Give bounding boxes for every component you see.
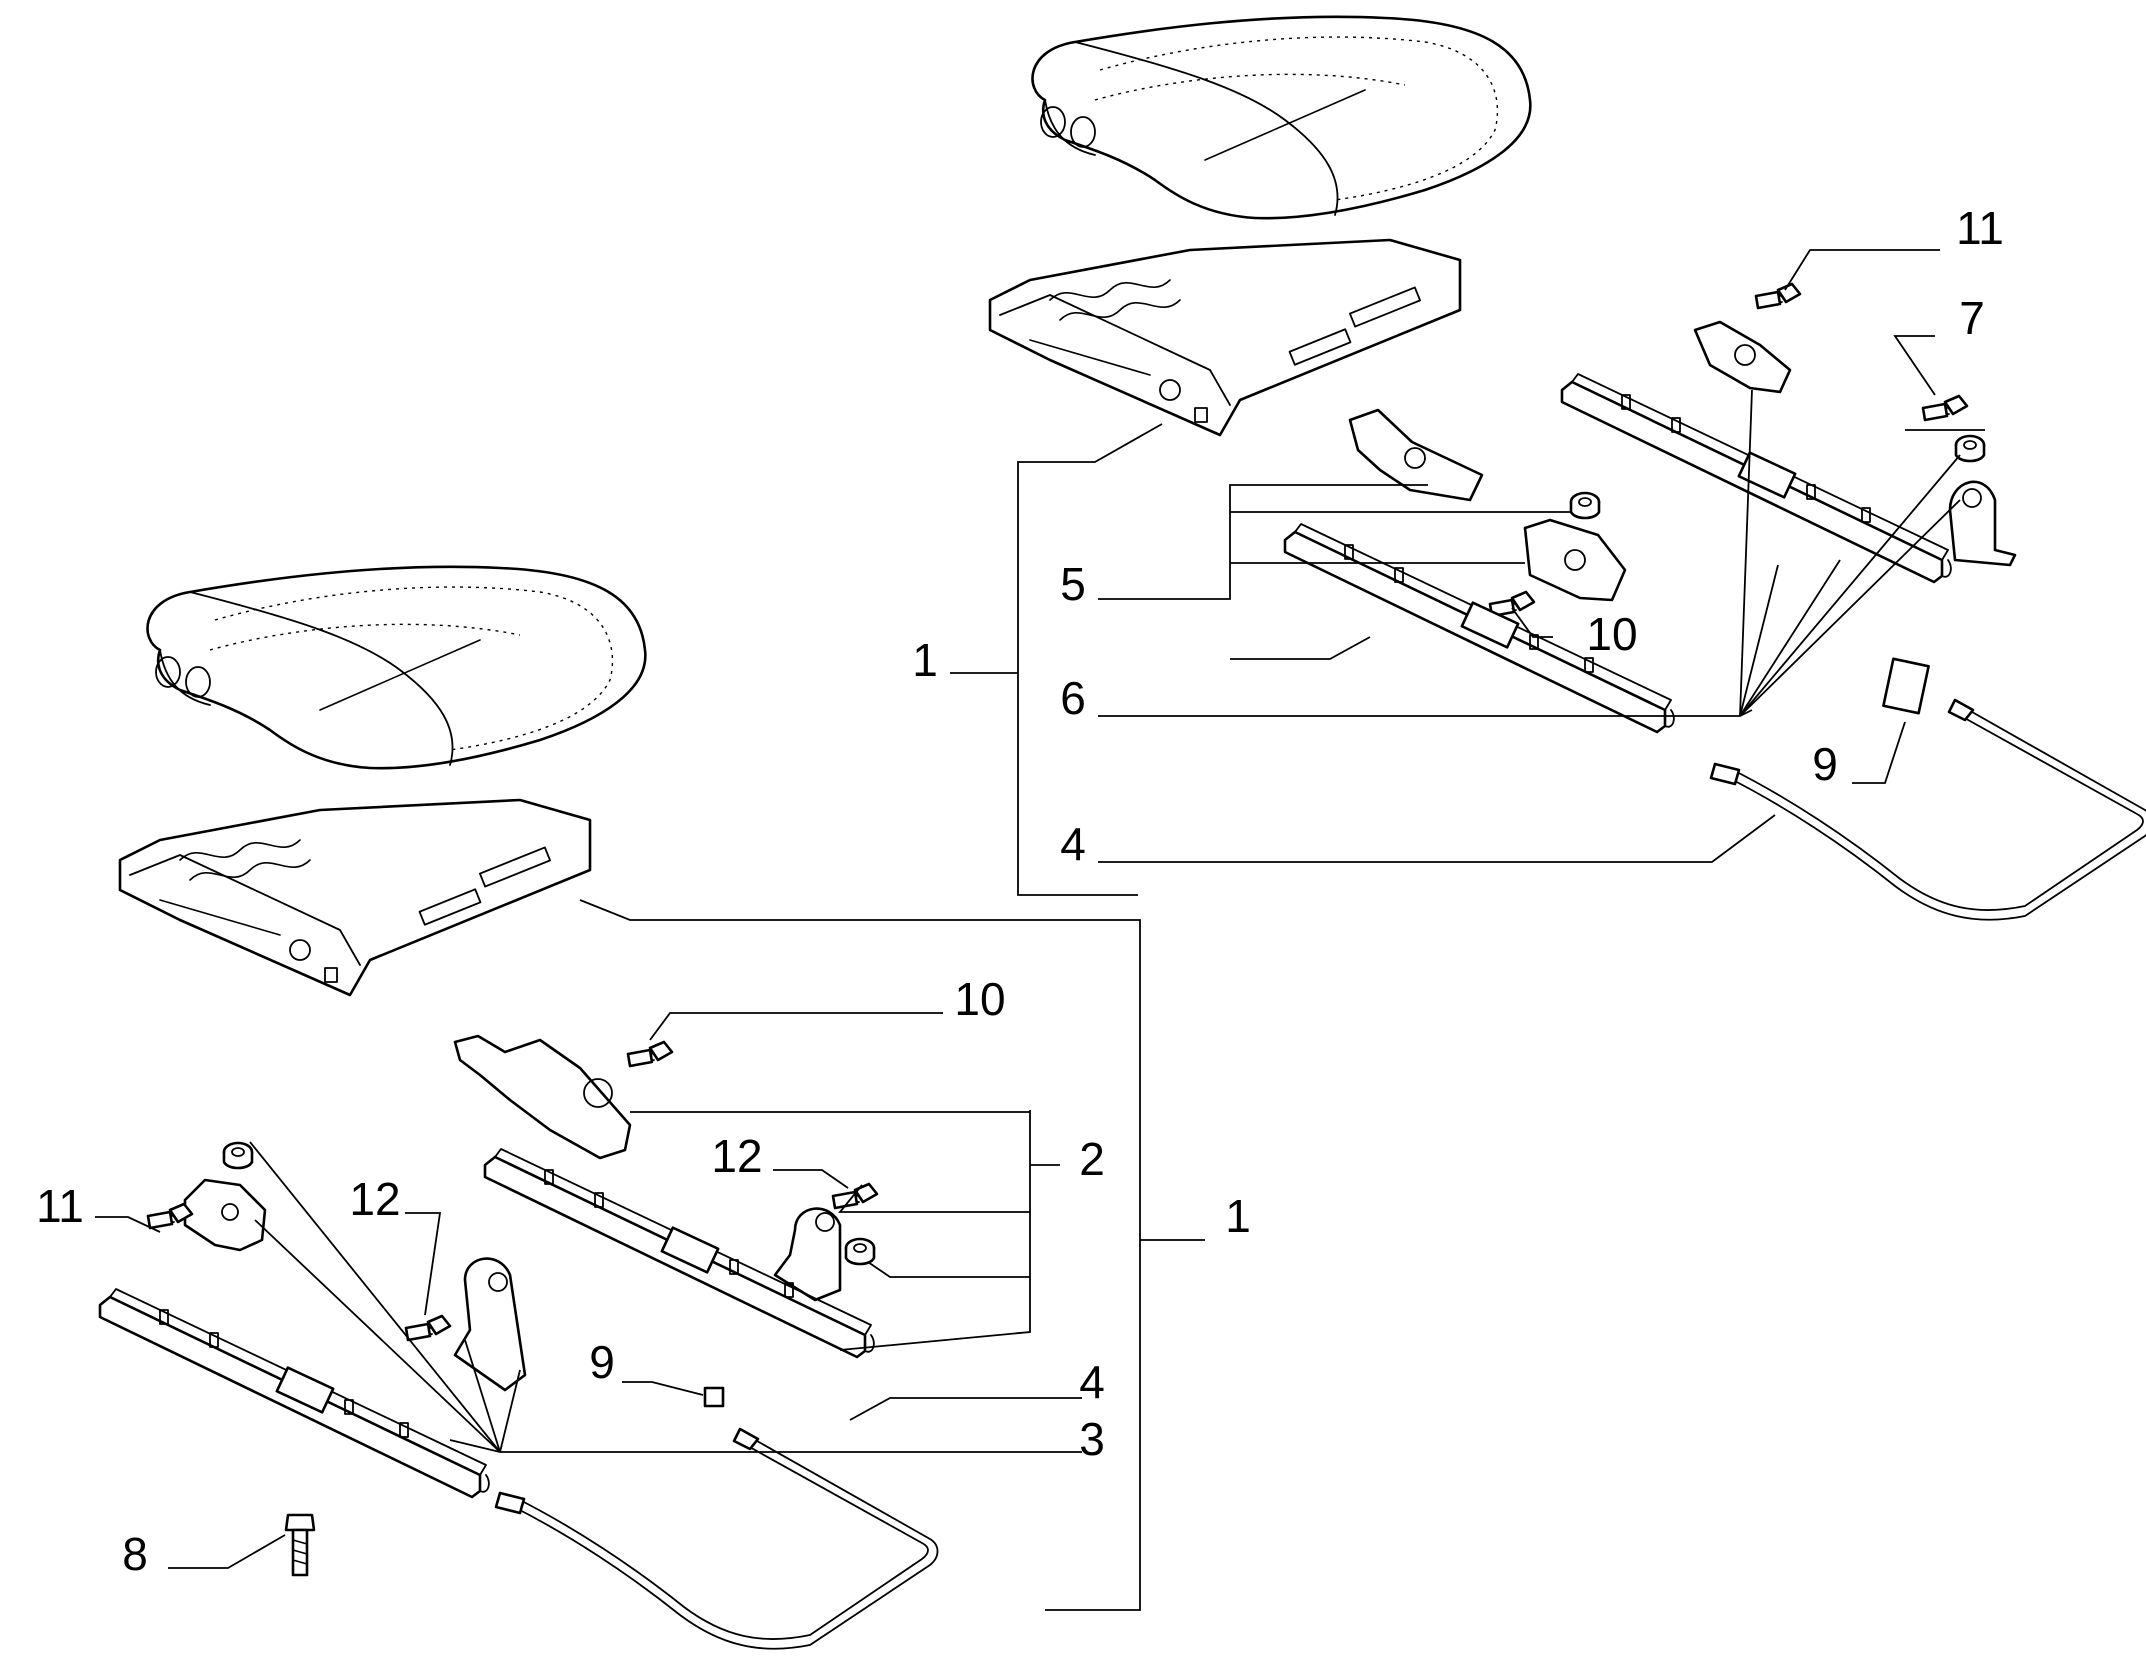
top-bracket-left <box>1348 408 1484 502</box>
top-bracket-mid <box>1523 518 1627 602</box>
bottom-bracket-mid <box>453 1257 527 1392</box>
bottom-callout-12b: 12 <box>711 1130 762 1182</box>
bottom-callout-3: 3 <box>1079 1413 1105 1465</box>
bottom-long-bolt <box>284 1513 316 1577</box>
bottom-callout-1: 1 <box>1225 1190 1251 1242</box>
top-bolt-small <box>1921 394 1969 422</box>
top-callout-9: 9 <box>1812 738 1838 790</box>
top-callout-1: 1 <box>912 634 938 686</box>
top-callout-11: 11 <box>1956 202 2004 254</box>
top-bracket-right-upper <box>1693 320 1792 394</box>
bottom-callout-10: 10 <box>954 973 1005 1025</box>
bottom-bolt-10 <box>626 1040 674 1068</box>
bottom-callout-4: 4 <box>1079 1356 1105 1408</box>
top-callout-5: 5 <box>1060 558 1086 610</box>
top-leaders <box>950 249 1985 896</box>
bottom-bolt-12a <box>404 1314 452 1342</box>
top-rail-right <box>1560 372 1953 584</box>
bottom-seat-cushion <box>146 565 647 770</box>
top-bolt-upper <box>1754 282 1802 310</box>
top-callout-10: 10 <box>1586 608 1637 660</box>
bottom-callout-2: 2 <box>1079 1133 1105 1185</box>
bottom-bracket-top <box>453 1034 632 1160</box>
top-seat-cushion <box>1031 15 1532 220</box>
top-pad <box>1882 657 1930 715</box>
bottom-leaders <box>95 899 1205 1611</box>
bottom-loop-bar <box>494 1427 939 1651</box>
top-nut-left <box>1569 491 1601 520</box>
top-callout-6: 6 <box>1060 672 1086 724</box>
bottom-nut-left <box>222 1141 254 1170</box>
bottom-seat-frame <box>118 798 592 997</box>
bottom-callout-12a: 12 <box>349 1173 400 1225</box>
bottom-bolt-12b <box>831 1182 879 1210</box>
bottom-bracket-left <box>183 1178 267 1252</box>
top-assembly: 11 7 5 10 1 6 9 4 <box>912 15 2146 922</box>
top-callout-4: 4 <box>1060 818 1086 870</box>
bottom-callout-8: 8 <box>122 1528 148 1580</box>
bottom-assembly: 10 2 12 12 11 1 9 4 3 8 <box>36 565 1251 1651</box>
top-callout-7: 7 <box>1959 292 1985 344</box>
top-seat-frame <box>988 238 1462 437</box>
bottom-callout-9: 9 <box>589 1336 615 1388</box>
top-nut-right <box>1954 434 1986 463</box>
bottom-nut-right <box>844 1237 876 1266</box>
bottom-pad <box>703 1386 725 1408</box>
top-bracket-right-lower <box>1948 480 2017 567</box>
top-loop-bar <box>1709 698 2146 922</box>
bottom-callout-11: 11 <box>36 1180 84 1232</box>
